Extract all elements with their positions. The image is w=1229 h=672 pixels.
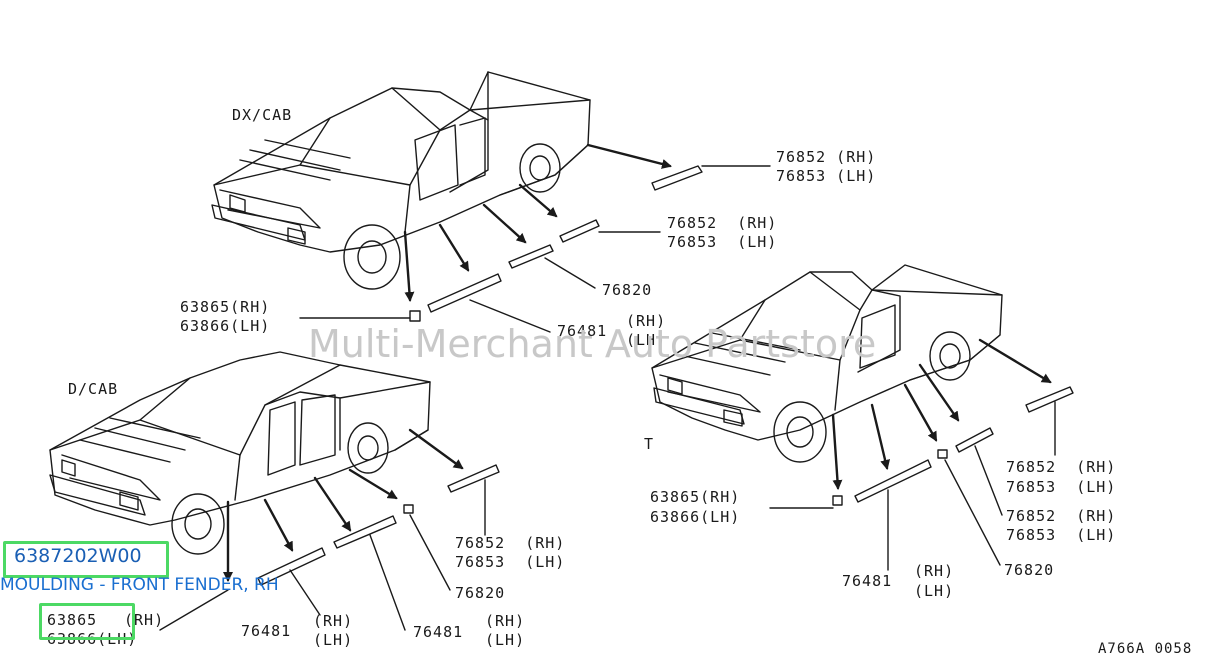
part-side-label: (RH) [313,612,354,630]
part-label[interactable]: 76481 [557,322,608,340]
part-label[interactable]: 76853 (LH) [455,553,566,571]
dxcab-parts [299,143,771,333]
part-label[interactable]: 76852 (RH) [776,148,877,166]
part-label[interactable]: 76853 (LH) [1006,478,1117,496]
part-side-label: (RH) [914,562,955,580]
part-side-label: (RH) [626,312,667,330]
part-side-label: (LH) [485,631,526,649]
part-side-label: (LH) [626,331,667,349]
part-number-highlight [3,541,169,578]
part-label[interactable]: 76481 [241,622,292,640]
part-label[interactable]: 76853 (LH) [1006,526,1117,544]
part-label[interactable]: 76852 (RH) [667,214,778,232]
part-label[interactable]: 76852 (RH) [1006,507,1117,525]
part-label[interactable]: 76481 [842,572,893,590]
part-side-label: (LH) [313,631,354,649]
part-label[interactable]: 63865(RH) [180,298,271,316]
t-parts [769,338,1074,571]
part-label[interactable]: 76481 [413,623,464,641]
part-label[interactable]: 63865(RH) [650,488,741,506]
part-label-highlighted[interactable]: 63865 [47,611,98,629]
part-label[interactable]: 76852 (RH) [455,534,566,552]
hotspot-highlight[interactable] [39,603,135,640]
group-title-dxcab: DX/CAB [232,106,293,124]
dcab-parts [159,428,500,631]
part-label[interactable]: 63866(LH) [180,317,271,335]
part-label[interactable]: 76852 (RH) [1006,458,1117,476]
part-label[interactable]: 76820 [455,584,506,602]
part-side-label: (RH) [485,612,526,630]
callout-part-number[interactable]: 6387202W00 [14,545,142,567]
part-label[interactable]: 63866(LH) [650,508,741,526]
dcab-truck-drawing [49,351,431,555]
callout-description-link[interactable]: MOULDING - FRONT FENDER, RH [0,575,279,595]
figure-code: A766A 0058 [1098,641,1193,657]
group-title-t: T [644,435,655,453]
group-title-dcab: D/CAB [68,380,119,398]
part-label[interactable]: 76853 (LH) [776,167,877,185]
part-label[interactable]: 76820 [602,281,653,299]
part-side-label: (LH) [914,582,955,600]
dxcab-truck-drawing [211,71,591,290]
part-label[interactable]: 76820 [1004,561,1055,579]
watermark: Multi-Merchant Auto Partstore [308,322,877,366]
t-truck-drawing [651,264,1003,463]
part-label[interactable]: 76853 (LH) [667,233,778,251]
